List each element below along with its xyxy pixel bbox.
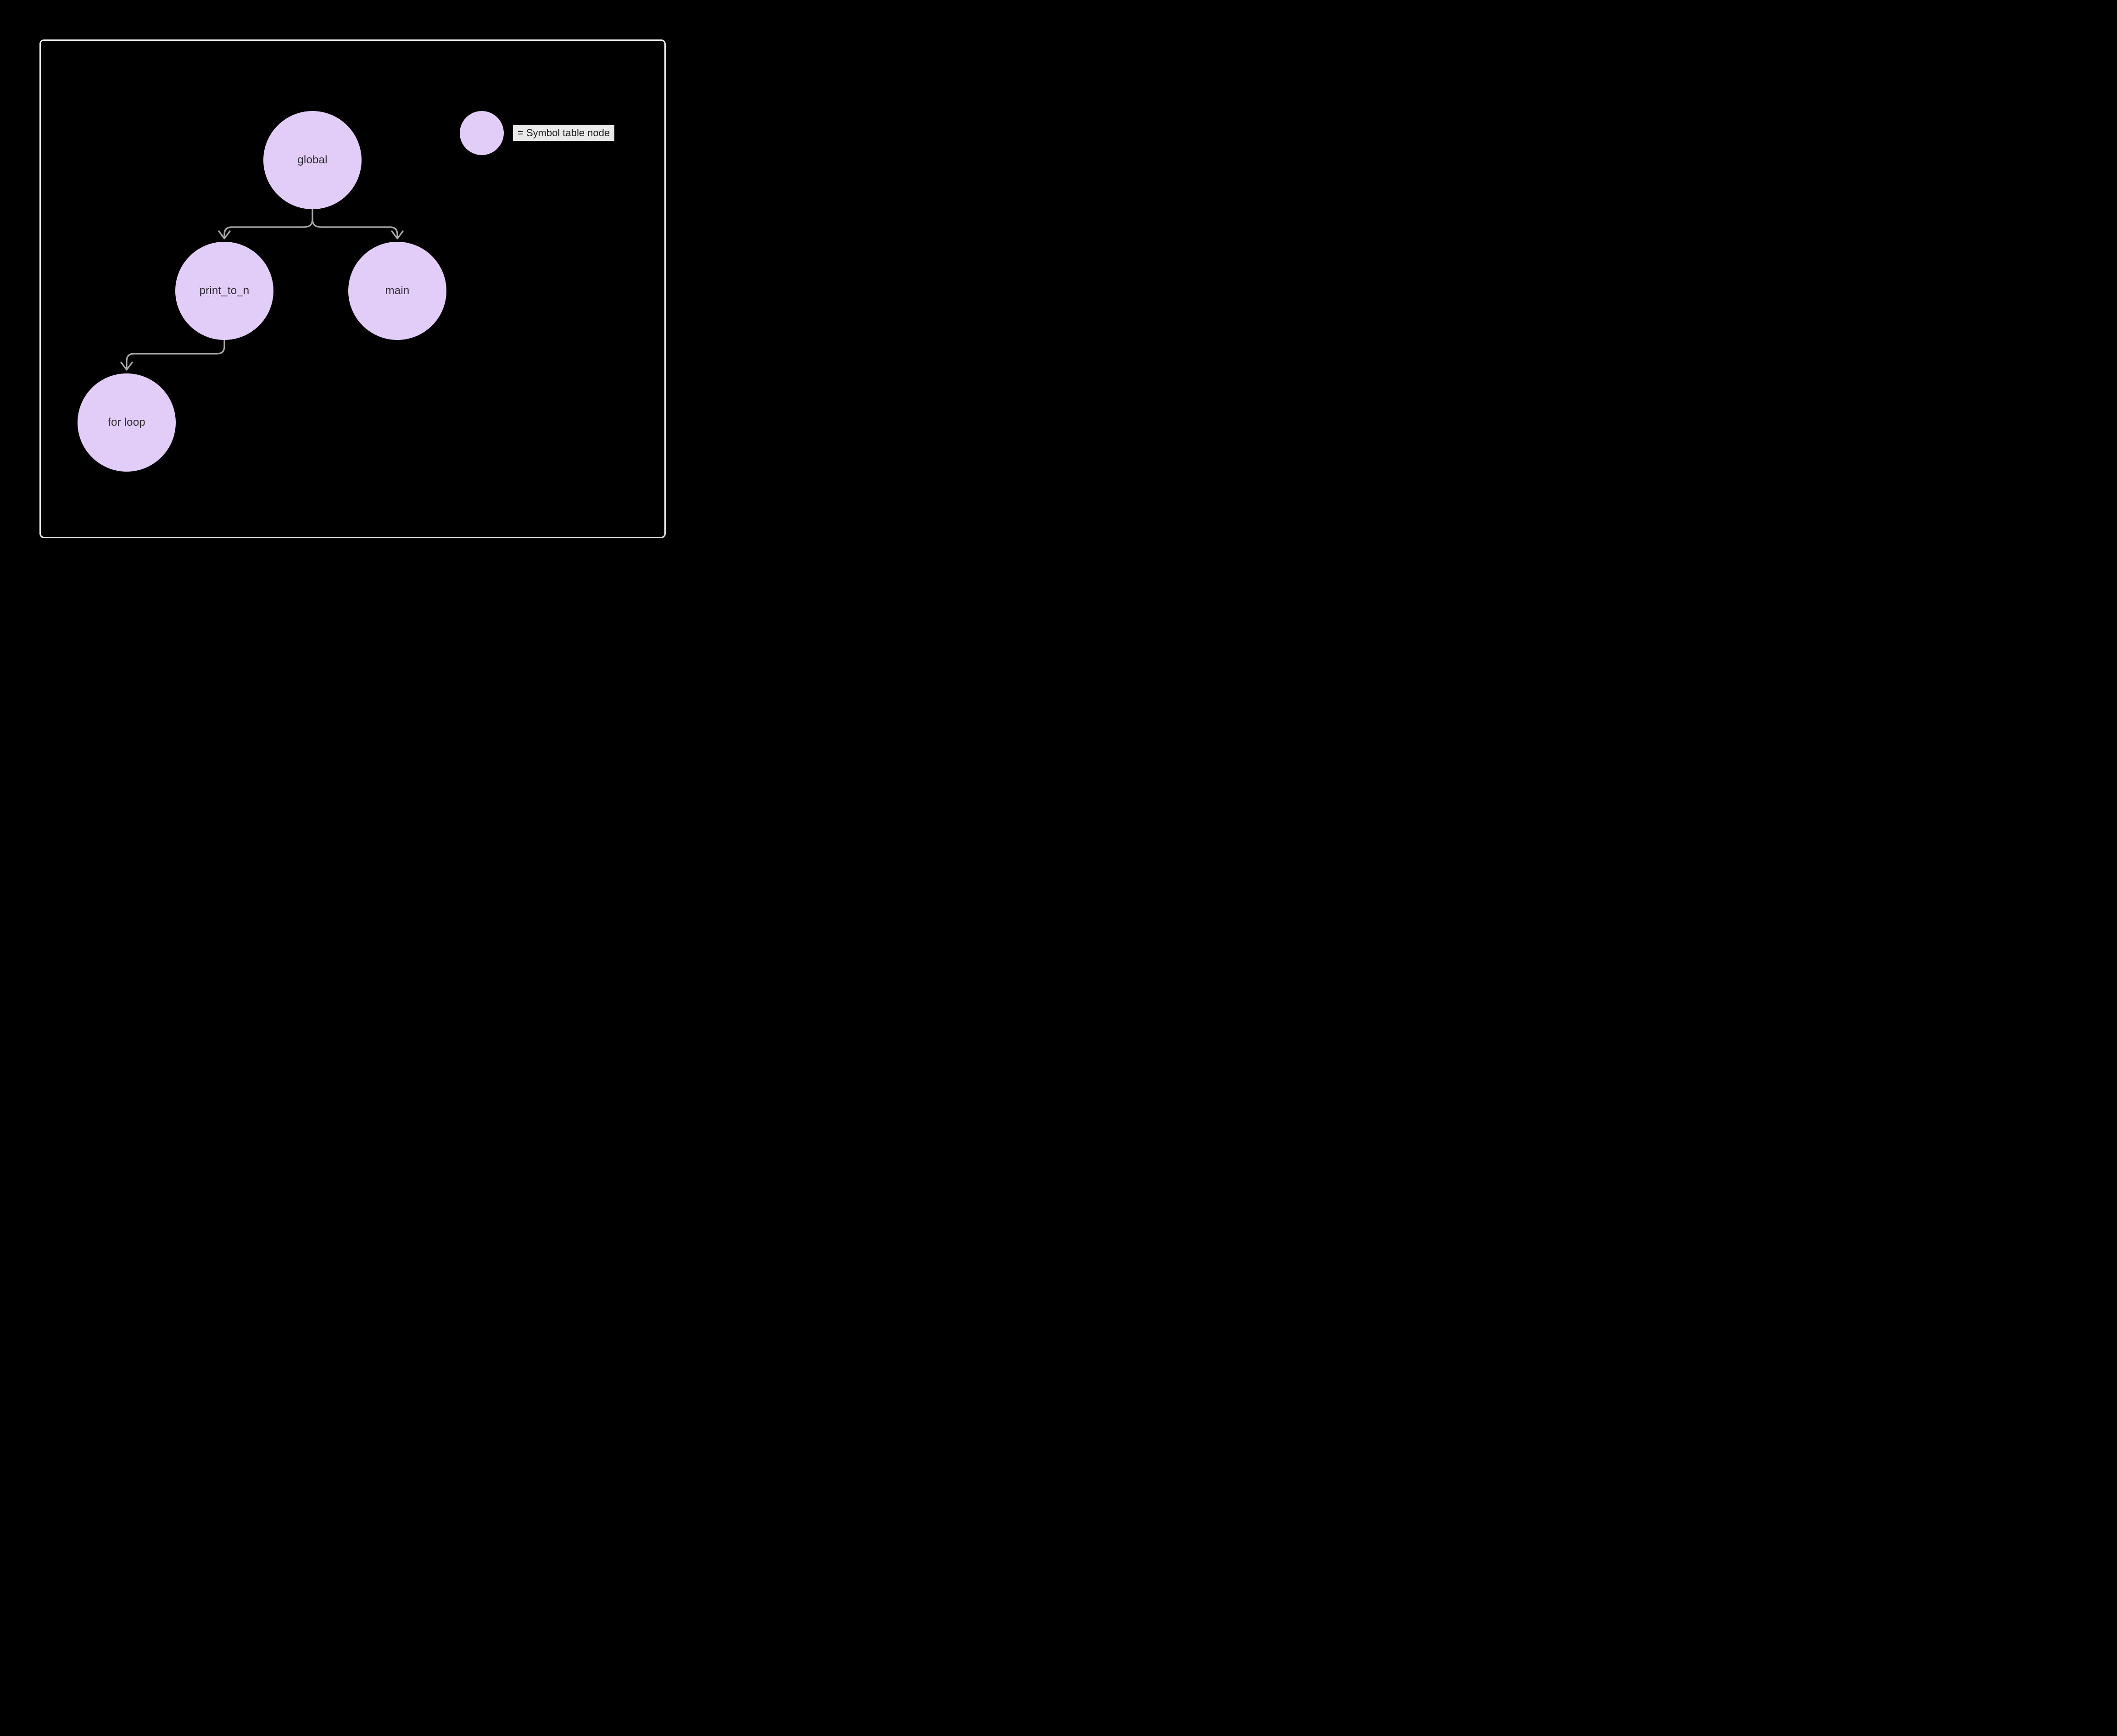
diagram-frame [39,39,666,538]
node-print-to-n: print_to_n [175,242,273,340]
arrowhead-down-icon [120,362,133,371]
legend-label: = Symbol table node [513,125,615,141]
arrowhead-down-icon [218,230,231,239]
node-main: main [348,242,446,340]
node-for-loop: for loop [78,373,176,472]
node-main-label: main [385,284,410,297]
arrowhead-down-icon [391,230,404,239]
legend: = Symbol table node [460,111,615,155]
edge-print-to-n-to-for-loop [126,338,225,370]
edge-global-to-print-to-n [223,207,313,239]
node-global: global [263,111,362,209]
edge-global-to-main [312,207,398,239]
node-global-label: global [297,154,328,166]
node-print-to-n-label: print_to_n [199,284,250,297]
node-for-loop-label: for loop [108,416,145,428]
connector-layer [120,207,404,371]
symbol-table-node-swatch [460,111,504,155]
